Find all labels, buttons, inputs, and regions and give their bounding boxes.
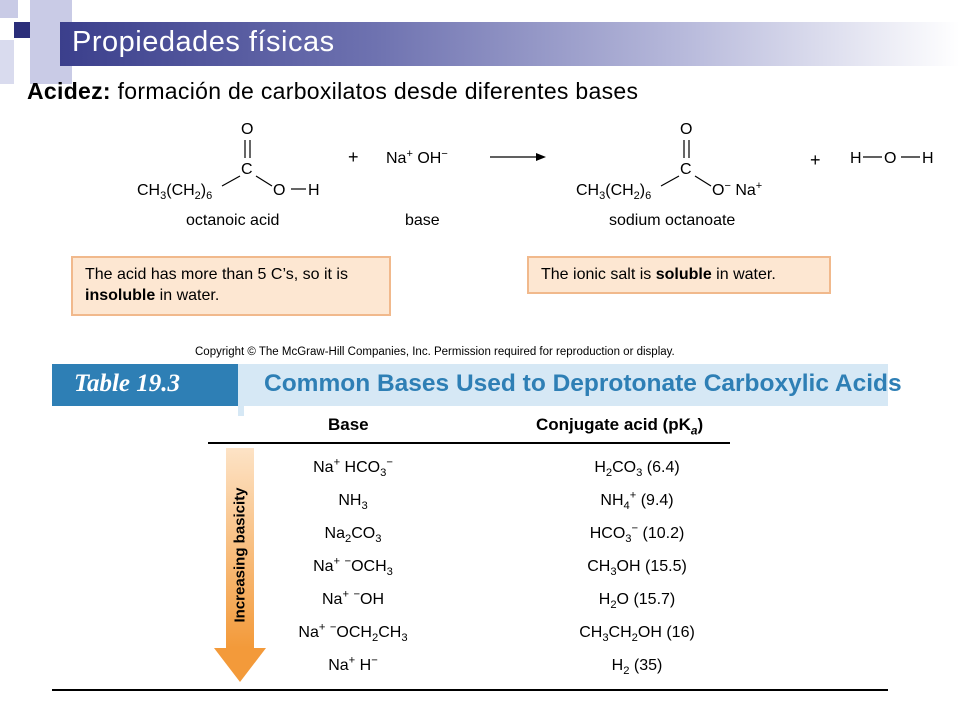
table-bottom-rule: [52, 689, 888, 691]
column-header-conjugate-acid: Conjugate acid (pKa): [536, 415, 704, 438]
decor-square-2: [14, 22, 30, 38]
base-row-4: Na+ −OCH3: [313, 555, 393, 579]
reaction-arrow: [536, 153, 546, 161]
plus-1: +: [348, 147, 359, 167]
subtitle-text: formación de carboxilatos desde diferent…: [110, 78, 639, 104]
conj-row-6: CH3CH2OH (16): [579, 624, 695, 645]
product-o-minus: O− Na+: [712, 180, 762, 199]
product-o-top: O: [680, 121, 692, 138]
base-row-1: Na+ HCO3−: [313, 456, 393, 480]
table-title: Common Bases Used to Deprotonate Carboxy…: [264, 370, 902, 397]
subtitle-bold: Acidez:: [27, 78, 111, 104]
base-row-2: NH3: [338, 492, 368, 513]
reagent-naoh: Na+ OH−: [386, 148, 448, 167]
table-label: Table 19.3: [74, 370, 181, 397]
increasing-basicity-arrow: [214, 448, 266, 682]
conj-row-3: HCO3− (10.2): [589, 522, 685, 546]
product-caption: sodium octanoate: [609, 212, 736, 229]
acid-o-top: O: [241, 121, 253, 138]
conj-row-7: H2 (35): [611, 657, 663, 678]
water-o: O: [884, 150, 896, 167]
acid-c: C: [241, 161, 253, 178]
conj-row-5: H2O (15.7): [598, 591, 676, 612]
base-row-5: Na+ −OH: [322, 588, 384, 608]
water-h1: H: [850, 150, 862, 167]
water-h2: H: [922, 150, 934, 167]
plus-2: +: [810, 150, 821, 170]
table-header-divider: [238, 364, 244, 416]
conj-row-2: NH4+ (9.4): [600, 489, 674, 513]
conj-row-1: H2CO3 (6.4): [594, 459, 680, 480]
title-bar: [60, 22, 960, 66]
acid-oh: O: [273, 182, 285, 199]
arrow-label: Increasing basicity: [231, 487, 249, 623]
base-row-7: Na+ H−: [328, 654, 378, 674]
acid-caption: octanoic acid: [186, 212, 280, 229]
base-caption: base: [405, 212, 440, 229]
note-salt-soluble: The ionic salt is soluble in water.: [527, 256, 831, 294]
base-row-6: Na+ −OCH2CH3: [298, 621, 408, 645]
copyright-text: Copyright © The McGraw-Hill Companies, I…: [195, 346, 675, 358]
slide-title: Propiedades físicas: [72, 26, 335, 58]
column-header-base: Base: [328, 415, 369, 434]
acid-h: H: [308, 182, 320, 199]
conj-row-4: CH3OH (15.5): [587, 558, 687, 579]
acid-chain: CH3(CH2)6: [137, 182, 212, 202]
table-label-box: Table 19.3: [60, 366, 238, 404]
product-c: C: [680, 161, 692, 178]
header-rule: [208, 442, 730, 444]
table-title-box: Common Bases Used to Deprotonate Carboxy…: [244, 364, 902, 406]
product-chain: CH3(CH2)6: [576, 182, 651, 202]
slide-subtitle: Acidez: formación de carboxilatos desde …: [27, 78, 638, 105]
reaction-scheme: O C CH3(CH2)6 O H + Na+ OH− O C CH3(CH2)…: [137, 121, 934, 202]
base-row-3: Na2CO3: [324, 525, 382, 546]
decor-square-4: [0, 40, 14, 84]
decor-square-1: [0, 0, 18, 18]
note-acid-insoluble: The acid has more than 5 C’s, so it is i…: [71, 256, 391, 316]
